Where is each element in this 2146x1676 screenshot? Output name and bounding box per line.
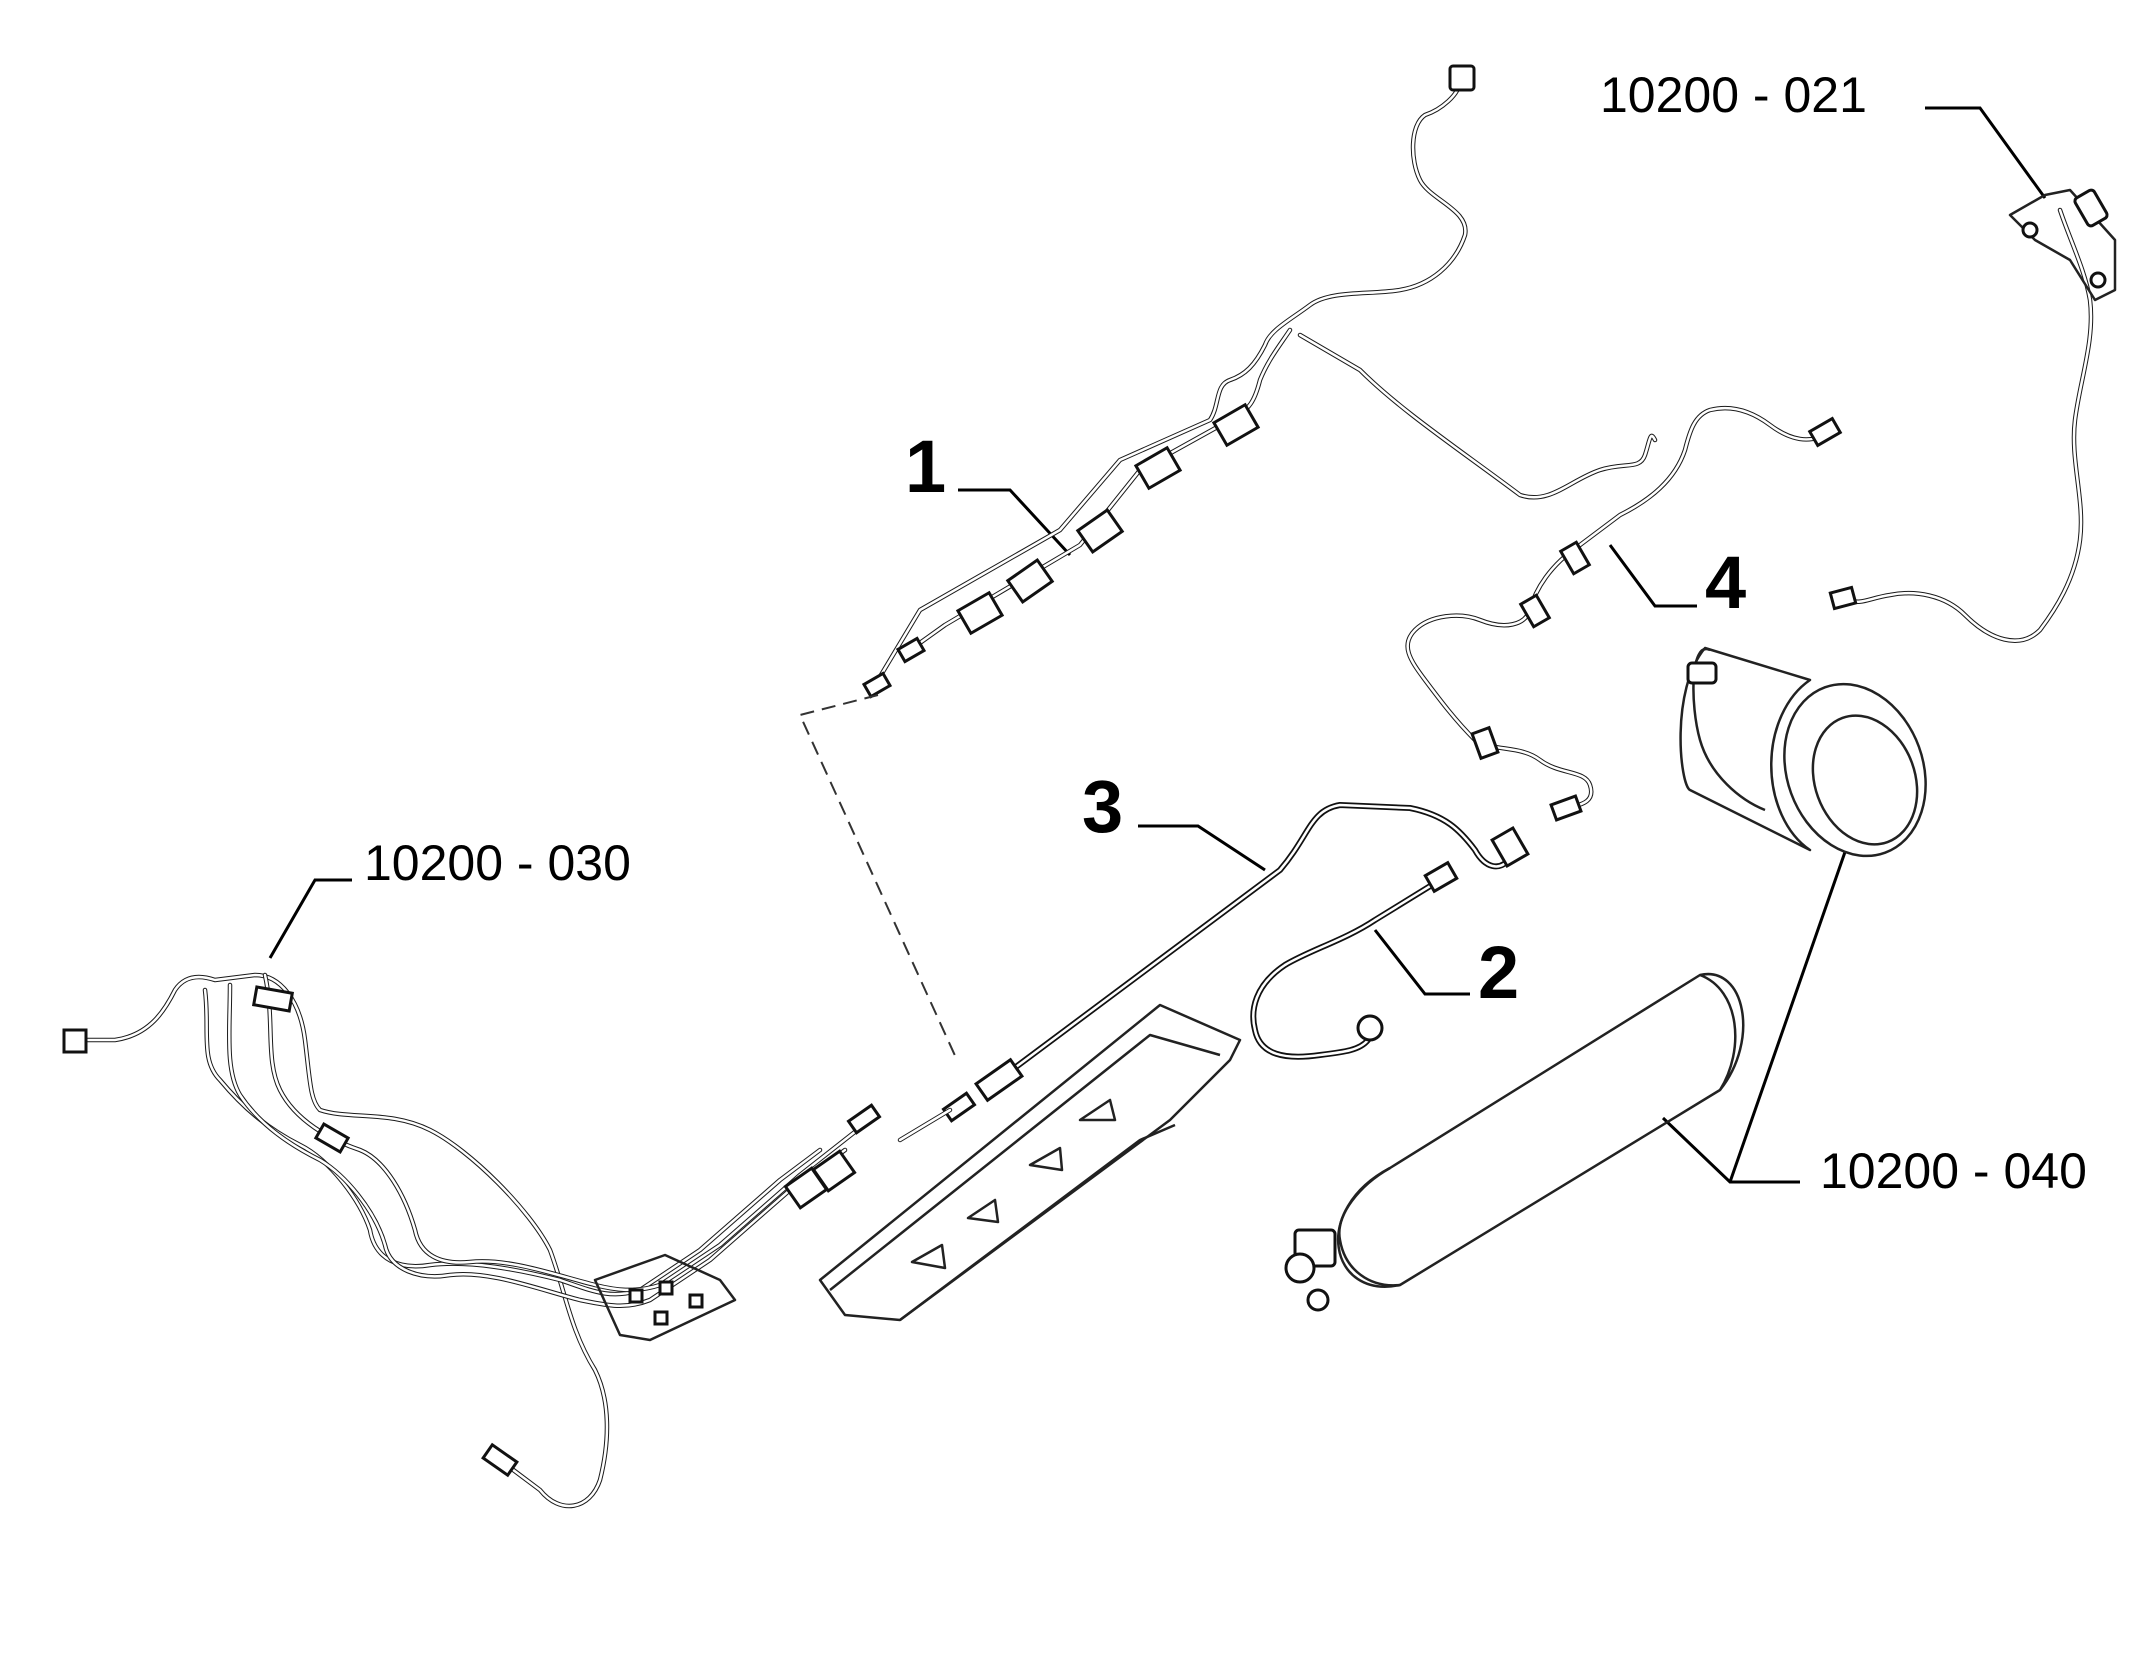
tube-030-end-left <box>62 1028 88 1054</box>
leader-2 <box>1373 929 1470 996</box>
leader-3 <box>1138 824 1266 872</box>
tube-1-end-a <box>861 671 893 699</box>
leader-030 <box>268 878 352 959</box>
cylinder-lower-valve-knob <box>1284 1252 1316 1284</box>
plate-hole-a <box>628 1288 644 1304</box>
cylinder-upper-valve <box>1686 661 1718 685</box>
valve-021 <box>2073 188 2109 228</box>
callout-1-group: 1 <box>905 425 1072 557</box>
cylinder-upper <box>1679 646 1927 858</box>
part-3-tube <box>973 802 1530 1103</box>
tube-030-end-bottom <box>481 1442 519 1478</box>
connector-030 <box>313 1122 351 1154</box>
bracket-021 <box>2008 188 2117 302</box>
ref-label-040-group: 10200 - 040 <box>1661 851 2087 1199</box>
callout-4-group: 4 <box>1608 541 1746 624</box>
cylinder-lower-body <box>1336 972 1745 1288</box>
cylinder-lower-valve-nut <box>1306 1288 1330 1312</box>
floor-shield-rib-a <box>829 1033 1221 1291</box>
tube-2-end-b <box>1356 1014 1384 1042</box>
clip-030c <box>251 985 295 1013</box>
callout-4: 4 <box>1705 541 1746 624</box>
cylinder-upper-cap <box>1783 682 1927 858</box>
clip-4c <box>1470 725 1500 761</box>
ref-label-030: 10200 - 030 <box>364 835 631 891</box>
clip-1b <box>1133 445 1183 491</box>
callout-3-group: 3 <box>1082 765 1266 872</box>
bracket-021-bolt-b <box>2089 271 2107 289</box>
tube-030b <box>202 987 823 1297</box>
ref-label-040: 10200 - 040 <box>1820 1143 2087 1199</box>
leader-040-b <box>1728 851 1847 1183</box>
ref-label-021: 10200 - 021 <box>1600 67 1867 123</box>
callout-1: 1 <box>905 425 946 508</box>
tube-021 <box>1847 207 2094 643</box>
cylinder-upper-body <box>1679 646 1812 852</box>
tube-021-end <box>1828 585 1858 611</box>
plate-hole-c <box>688 1293 704 1309</box>
cylinder-upper-cap-inner <box>1811 714 1919 846</box>
cylinder-lower <box>1284 972 1745 1312</box>
clip-1e <box>955 590 1005 636</box>
leader-4 <box>1608 544 1697 608</box>
ref-label-021-group: 10200 - 021 <box>1600 67 2047 199</box>
tube-1-end-b <box>895 636 927 664</box>
cylinder-lower-dome <box>1338 1166 1401 1287</box>
tube-3 <box>982 802 1513 1093</box>
tube-2-end-a <box>1423 860 1459 894</box>
part-1-tube-bundle <box>861 64 1658 699</box>
leader-1 <box>958 488 1072 557</box>
clip-1d <box>1005 557 1055 605</box>
leader-021 <box>1925 106 2047 199</box>
part-4-tube <box>1405 405 1843 822</box>
callout-3: 3 <box>1082 765 1123 848</box>
bracket-021-bolt-a <box>2021 221 2039 239</box>
callout-2-group: 2 <box>1373 929 1519 1014</box>
tube-1c <box>1297 332 1658 500</box>
dashed-connector <box>798 694 958 1061</box>
clip-4b <box>1518 593 1552 629</box>
floor-shield <box>818 1003 1242 1322</box>
part-021-tube <box>1828 188 2117 643</box>
tube-030c <box>226 982 848 1309</box>
tube-1a <box>875 77 1468 683</box>
part-2-tube <box>1250 860 1459 1060</box>
tube-4-end-b <box>1549 794 1583 822</box>
clip-030b <box>811 1149 857 1193</box>
tube-3-end-b <box>1490 825 1530 869</box>
tube-030a <box>77 972 610 1509</box>
tube-3-end-a <box>973 1057 1025 1103</box>
tube-1-end-cap <box>1448 64 1476 92</box>
leader-040-a <box>1661 1116 1800 1184</box>
bundle-plate-030 <box>593 1253 737 1342</box>
clip-1a <box>1211 402 1261 448</box>
plate-hole-d <box>653 1310 669 1326</box>
cylinder-upper-curve <box>1692 647 1766 812</box>
clip-4a <box>1558 540 1592 576</box>
callout-2: 2 <box>1478 931 1519 1014</box>
shield-notch-b <box>1028 1146 1064 1172</box>
shield-notch-a <box>1078 1098 1117 1122</box>
floor-shield-rib-b <box>899 1123 1176 1321</box>
cylinder-lower-end <box>1699 973 1737 1091</box>
tube-030-end-right-a <box>846 1103 882 1135</box>
part-030-tube-bundle <box>62 972 977 1509</box>
shield-notch-c <box>966 1198 1000 1224</box>
tube-030d <box>262 972 873 1293</box>
ref-label-030-group: 10200 - 030 <box>268 835 631 959</box>
tube-4-end-a <box>1807 416 1843 448</box>
plate-hole-b <box>658 1280 674 1296</box>
clip-1c <box>1075 507 1125 555</box>
shield-notch-d <box>910 1243 947 1270</box>
tube-030-end-right-b <box>941 1091 977 1123</box>
floor-shield-body <box>818 1003 1242 1322</box>
